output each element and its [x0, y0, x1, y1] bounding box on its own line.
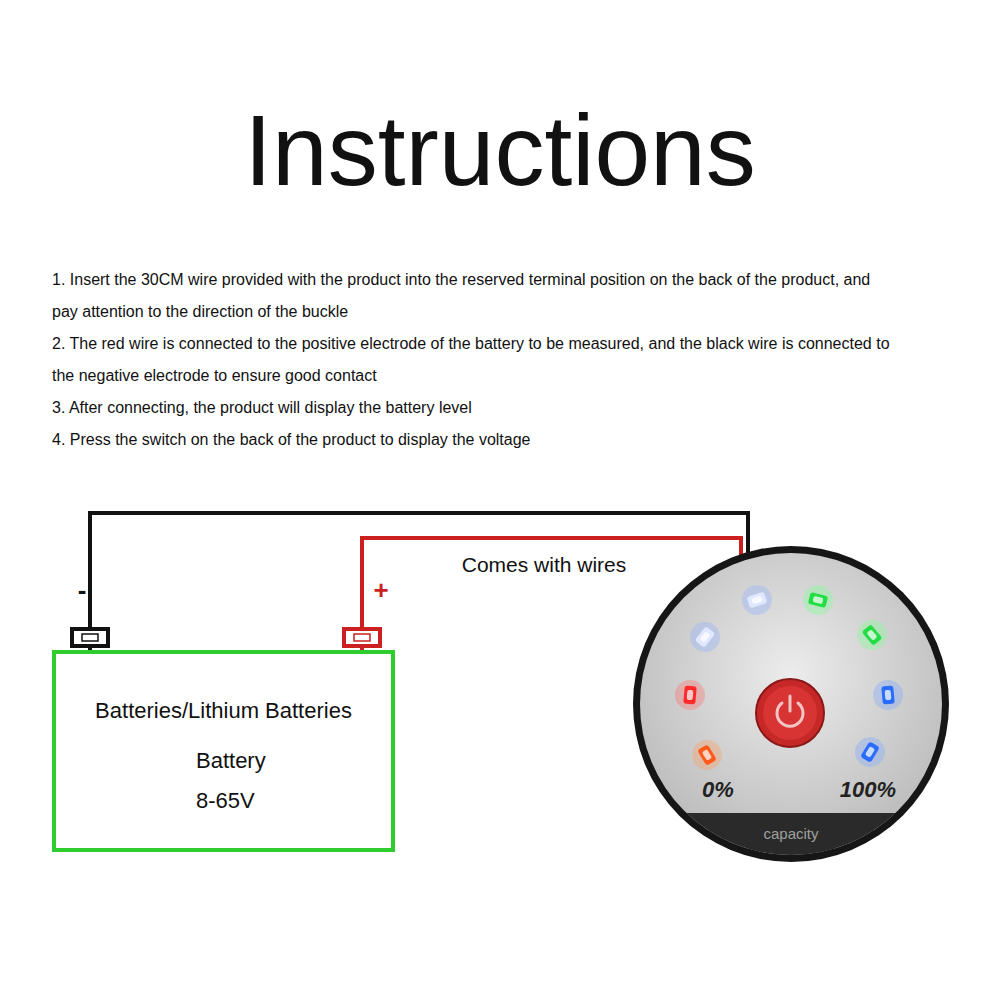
led-body — [881, 685, 895, 704]
led-glow — [738, 581, 776, 619]
led-highlight — [812, 596, 823, 604]
led-glow — [851, 614, 893, 656]
led-highlight — [687, 690, 694, 700]
led-glow — [674, 679, 707, 712]
led-glow — [684, 616, 726, 658]
led-light — [686, 734, 727, 775]
battery-box: Batteries/Lithium BatteriesBattery 8-65V — [52, 650, 395, 852]
led-highlight — [885, 690, 892, 701]
positive-terminal-slot — [354, 634, 370, 641]
led-glow — [872, 679, 905, 712]
instruction-step: 2. The red wire is connected to the posi… — [52, 328, 897, 392]
button-cap — [756, 679, 824, 747]
wire-label: Comes with wires — [458, 552, 631, 577]
page-title: Instructions — [0, 93, 1000, 208]
led-light — [872, 679, 905, 712]
led-highlight — [751, 596, 762, 605]
led-highlight — [865, 746, 875, 758]
led-body — [808, 592, 828, 608]
led-body — [683, 686, 697, 705]
button-face — [763, 686, 817, 740]
led-body — [860, 741, 880, 763]
scale-min: 0% — [702, 777, 734, 803]
power-icon-bar — [789, 696, 792, 711]
led-glow — [800, 582, 837, 619]
instruction-step: 4. Press the switch on the back of the p… — [52, 424, 897, 456]
led-light — [849, 731, 890, 772]
power-button — [756, 679, 824, 747]
led-glow — [849, 731, 890, 772]
positive-terminal — [344, 629, 380, 646]
negative-wire — [90, 513, 748, 650]
instruction-step: 1. Insert the 30CM wire provided with th… — [52, 264, 897, 328]
battery-indicator: 0% 100% capacity — [632, 545, 950, 863]
led-highlight — [702, 749, 712, 761]
indicator-panel — [640, 553, 942, 855]
indicator-face — [632, 545, 950, 863]
led-light — [800, 582, 837, 619]
led-light — [684, 616, 726, 658]
led-body — [747, 592, 768, 609]
polarity-sign: + — [373, 575, 388, 605]
negative-terminal-slot — [82, 634, 98, 641]
battery-voltage: Battery 8-65V — [196, 741, 286, 821]
led-highlight — [700, 631, 711, 643]
indicator-bezel — [633, 546, 949, 862]
led-glow — [686, 734, 727, 775]
indicator-lower-band — [687, 813, 896, 855]
negative-terminal — [72, 629, 108, 646]
led-body — [695, 626, 716, 648]
led-body — [862, 624, 883, 645]
led-light — [851, 614, 893, 656]
battery-type: Batteries/Lithium Batteries — [56, 697, 391, 725]
panel-caption: capacity — [763, 825, 818, 843]
polarity-sign: - — [78, 575, 87, 605]
led-light — [738, 581, 776, 619]
led-body — [697, 744, 717, 766]
led-highlight — [866, 629, 877, 641]
led-light — [674, 679, 707, 712]
instruction-step: 3. After connecting, the product will di… — [52, 392, 897, 424]
scale-max: 100% — [840, 777, 896, 803]
